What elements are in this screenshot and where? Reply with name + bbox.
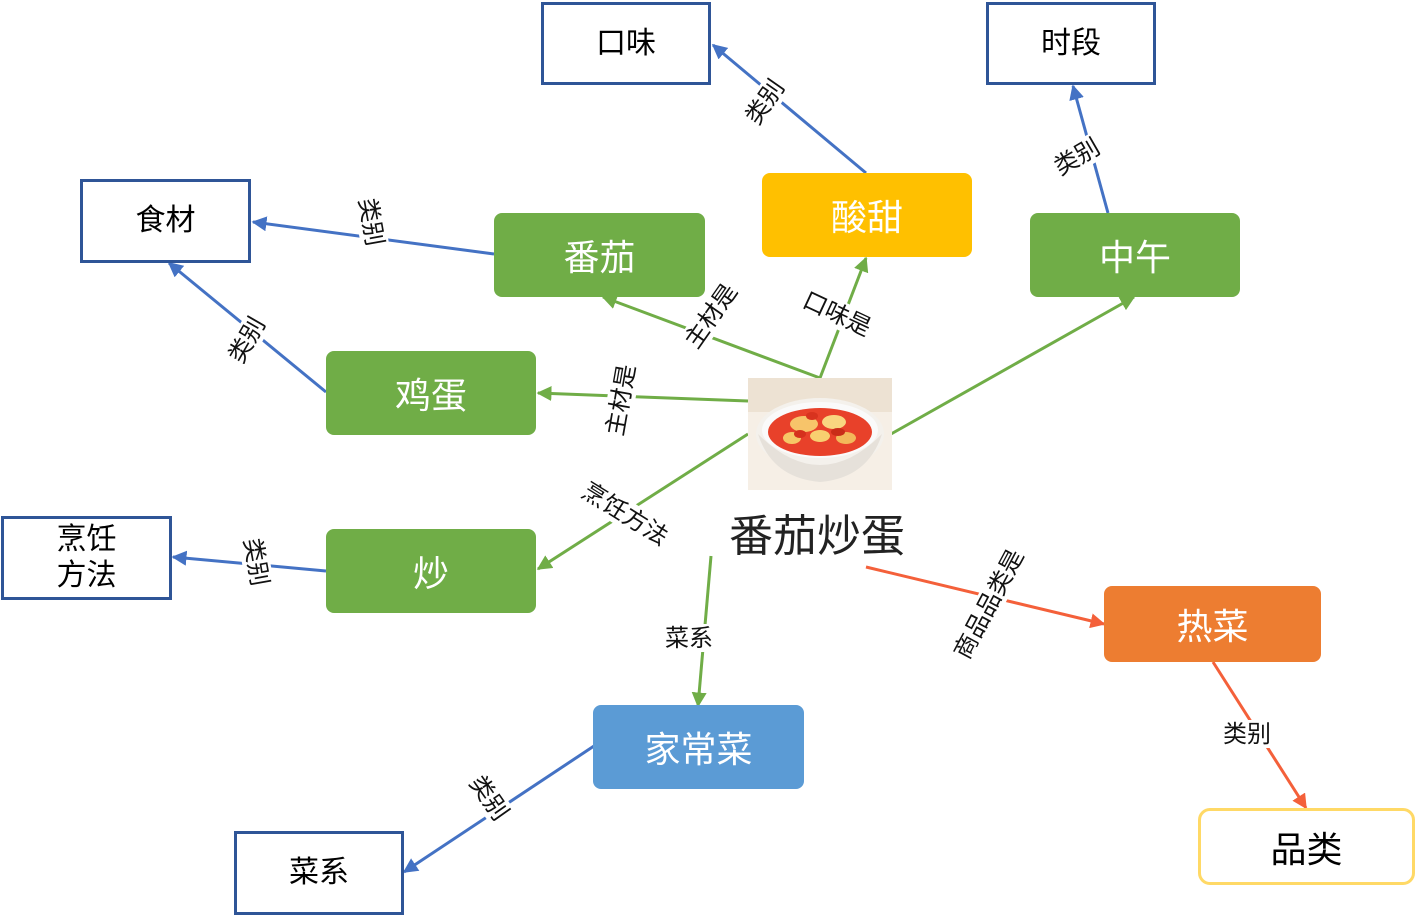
node-chao[interactable]: 炒 xyxy=(326,529,536,613)
dish-image[interactable] xyxy=(748,378,892,490)
edge-dish-zhongwu xyxy=(890,295,1136,436)
node-kouwei-label: 口味 xyxy=(596,25,656,61)
edge-label-dish-jiachang: 菜系 xyxy=(664,624,714,652)
node-fanqie[interactable]: 番茄 xyxy=(494,213,705,297)
node-zhongwu-label: 中午 xyxy=(1098,238,1171,279)
node-jiachangcai[interactable]: 家常菜 xyxy=(593,705,804,789)
node-caixi[interactable]: 菜系 xyxy=(234,831,404,915)
center-title: 番茄炒蛋 xyxy=(729,511,905,562)
node-shiduan[interactable]: 时段 xyxy=(986,2,1156,85)
node-caixi-label: 菜系 xyxy=(289,855,349,890)
node-shicai[interactable]: 食材 xyxy=(80,179,251,263)
node-pengren[interactable]: 烹饪 方法 xyxy=(1,516,172,600)
node-fanqie-label: 番茄 xyxy=(563,238,636,279)
node-suantian[interactable]: 酸甜 xyxy=(762,173,972,257)
edge-dish-jidan xyxy=(536,386,749,403)
node-shiduan-label: 时段 xyxy=(1041,25,1101,61)
edge-suantian-kouwei xyxy=(711,43,867,175)
edge-dish-chao xyxy=(536,432,749,571)
node-pengren-label: 烹饪 方法 xyxy=(56,522,117,593)
node-jidan[interactable]: 鸡蛋 xyxy=(326,351,536,435)
node-jiachangcai-label: 家常菜 xyxy=(644,730,753,771)
edge-label-recai-pinlei: 类别 xyxy=(1222,720,1272,748)
node-kouwei[interactable]: 口味 xyxy=(541,2,711,85)
node-pinlei[interactable]: 品类 xyxy=(1198,808,1415,885)
node-recai[interactable]: 热菜 xyxy=(1104,586,1321,662)
node-pinlei-label: 品类 xyxy=(1270,829,1343,871)
node-zhongwu[interactable]: 中午 xyxy=(1030,213,1240,297)
node-jidan-label: 鸡蛋 xyxy=(394,376,467,417)
node-shicai-label: 食材 xyxy=(135,203,196,238)
node-suantian-label: 酸甜 xyxy=(830,198,903,239)
node-recai-label: 热菜 xyxy=(1176,607,1249,648)
node-chao-label: 炒 xyxy=(412,554,449,595)
